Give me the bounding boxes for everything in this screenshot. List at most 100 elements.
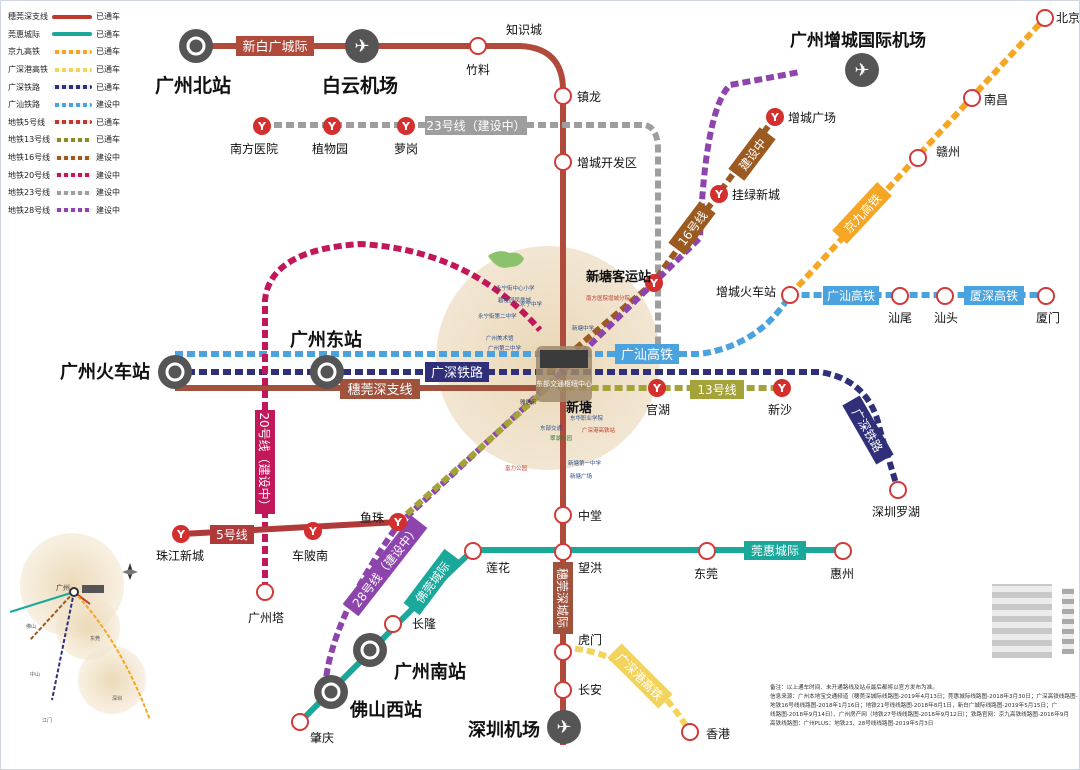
svg-text:广州: 广州 [56,583,70,592]
svg-text:Y: Y [777,382,787,395]
legend-line-name: 广深港高铁 [8,65,48,75]
station-zengcheng-dev-dot[interactable] [554,153,572,171]
legend-swatch [54,190,92,195]
banner-line20: 20号线（建设中） [255,410,275,514]
svg-text:新塘中学: 新塘中学 [572,324,595,332]
metro-pin-xintang-bus[interactable]: Y [645,274,663,292]
metro-pin-guanhu[interactable]: Y [648,379,666,397]
svg-text:Y: Y [257,120,267,133]
station-huizhou-dot[interactable] [834,542,852,560]
hub-box[interactable]: 东部交通枢纽中心 [536,346,592,402]
label-gualv: 挂绿新城 [732,187,780,202]
svg-text:广州美术馆: 广州美术馆 [486,334,514,342]
station-zengcheng-train-dot[interactable] [781,286,799,304]
station-ganzhou-dot[interactable] [909,149,927,167]
station-dongguan-dot[interactable] [698,542,716,560]
legend-status: 已通车 [96,82,120,92]
label-zhishicheng: 知识城 [506,23,542,37]
metro-pin-yuzhu[interactable]: Y [389,513,407,531]
banner-guangshen: 广深铁路 [425,362,489,382]
svg-text:Y: Y [393,516,403,529]
label-xiamen: 厦门 [1036,310,1060,325]
station-lianhua-dot[interactable] [464,542,482,560]
note-line: 备注：以上通车时间、未开通路线及站点最后都将以官方发布为准。 [770,685,938,691]
legend-swatch [54,173,92,178]
qr-decoration [1062,588,1074,654]
station-chang-an-dot[interactable] [554,681,572,699]
label-zhenlong: 镇龙 [577,90,601,104]
svg-text:广汕高铁: 广汕高铁 [621,347,673,363]
station-beijing-dot[interactable] [1036,9,1054,27]
station-shanwei-dot[interactable] [891,287,909,305]
station-humen-dot[interactable] [554,643,572,661]
station-wanghong-dot[interactable] [554,543,572,561]
legend-row: 广深港高铁 已通车 [8,61,120,79]
legend-line-name: 地铁16号线 [8,153,51,163]
label-dongguan: 东莞 [694,567,718,581]
line-jingjiu [787,15,1048,298]
legend-swatch [54,208,92,213]
metro-pin-chebeinan[interactable]: Y [304,522,322,540]
metro-pin-zhujiang[interactable]: Y [172,525,190,543]
banner-jingjiu: 京九高铁 [832,182,892,244]
train-icon[interactable] [314,675,348,709]
label-chang-an: 长安 [578,682,602,697]
station-changlong-dot[interactable] [384,615,402,633]
label-shenzhen-airport: 深圳机场 [468,719,540,741]
train-icon[interactable] [353,633,387,667]
legend-status: 建设中 [96,100,120,110]
metro-pin-gualv[interactable]: Y [710,185,728,203]
airport-icon[interactable]: ✈ [345,29,379,63]
legend-status: 建设中 [96,205,120,215]
airport-icon[interactable]: ✈ [845,53,879,87]
svg-text:Y: Y [176,528,186,541]
svg-text:深圳: 深圳 [112,695,122,702]
svg-text:万达广场: 万达广场 [590,274,613,282]
legend-line-name: 广深铁路 [8,82,40,92]
svg-text:京九高铁: 京九高铁 [841,191,885,236]
train-icon[interactable] [310,355,344,389]
station-zhuliao-dot[interactable] [469,37,487,55]
legend-swatch [54,155,92,160]
banner-xinbai: 新白广城际 [236,36,314,56]
label-zhaoqing: 肇庆 [310,730,334,745]
legend-line-name: 地铁13号线 [8,135,51,145]
train-icon[interactable] [158,355,192,389]
metro-pin-luogang[interactable]: Y [397,117,415,135]
metro-pin-xinsha[interactable]: Y [773,379,791,397]
note-line: 信息来源：广州本地宝交通频道（穗莞深城际线路图-2019年4月13日；莞惠城际线… [770,694,1078,700]
legend-status: 已通车 [96,65,120,75]
station-shenzhen-luohu-dot[interactable] [889,481,907,499]
label-xintang: 新塘 [566,400,592,416]
legend-swatch [52,67,92,72]
note-line: 地铁16号线线路图-2018年1月16日；地铁21号线线路图-2018年8月1日… [770,703,1058,709]
station-nanchang-dot[interactable] [963,89,981,107]
train-icon[interactable] [179,29,213,63]
label-beijing: 北京 [1056,11,1080,25]
metro-pin-nanfang[interactable]: Y [253,117,271,135]
station-zhongtang-dot[interactable] [554,506,572,524]
banner-guangshengang: 广深港高铁 [607,643,673,709]
station-zhenlong-dot[interactable] [554,87,572,105]
label-hongkong: 香港 [706,727,730,741]
station-hongkong-dot[interactable] [681,723,699,741]
banner-guanhui: 莞惠城际 [744,541,806,560]
station-canton-tower-dot[interactable] [256,583,274,601]
svg-text:广汕高铁: 广汕高铁 [827,288,875,303]
airport-icon[interactable]: ✈ [547,710,581,744]
station-zhaoqing-dot[interactable] [291,713,309,731]
metro-pin-zhiwuyuan[interactable]: Y [323,117,341,135]
label-shantou: 汕头 [934,311,958,325]
metro-pin-zengcheng-plaza[interactable]: Y [766,108,784,126]
svg-text:✈: ✈ [354,36,369,57]
legend-row: 穗莞深支线已通车 [8,8,120,26]
svg-text:✈: ✈ [556,717,571,738]
svg-text:广深港高铁: 广深港高铁 [613,650,666,703]
svg-text:厦深高铁: 厦深高铁 [970,288,1018,303]
station-xiamen-dot[interactable] [1037,287,1055,305]
station-shantou-dot[interactable] [936,287,954,305]
svg-text:20号线（建设中）: 20号线（建设中） [257,412,272,511]
legend-row: 莞惠城际已通车 [8,26,120,44]
label-lianhua: 莲花 [486,560,510,575]
